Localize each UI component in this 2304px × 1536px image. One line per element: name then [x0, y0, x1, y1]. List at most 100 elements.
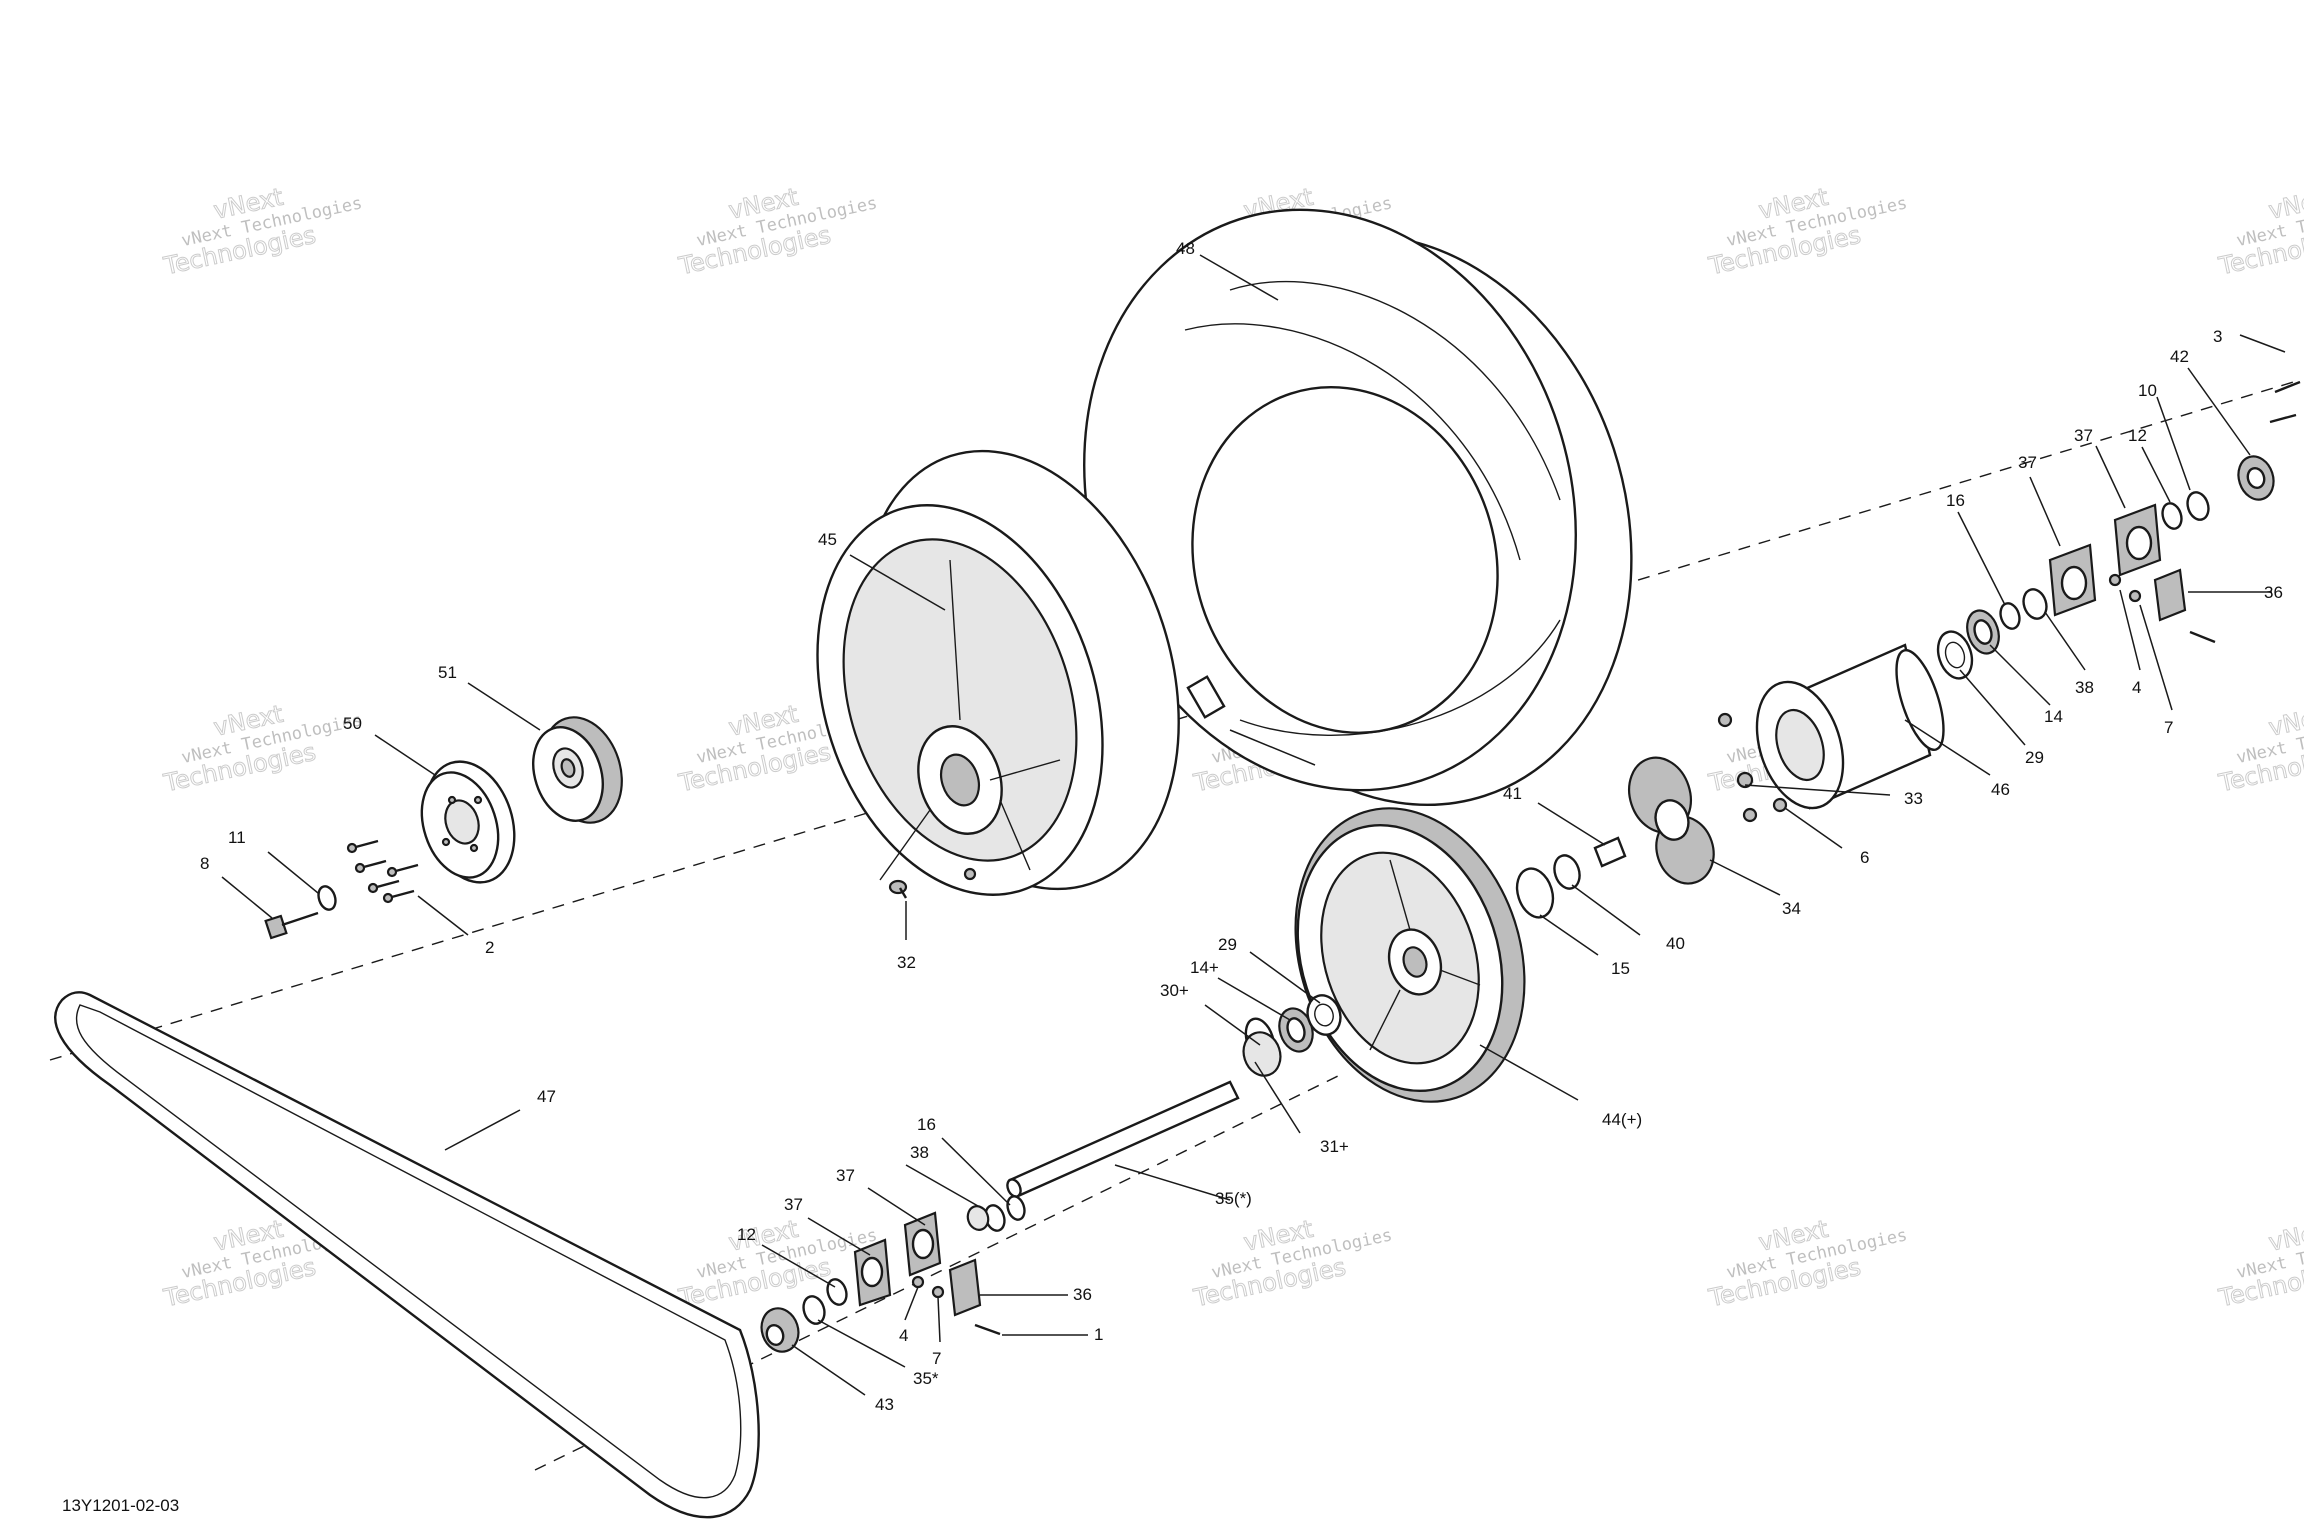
pulley-bolt-hole: [441, 837, 451, 847]
callout-48: 48: [1176, 239, 1195, 258]
watermark-bot-2: vNext vNext Technologies Technologies: [675, 1214, 879, 1313]
watermark-top-5: vNext vNext Technologies Technologies: [2215, 182, 2304, 281]
callout-51: 51: [438, 663, 457, 682]
callout-33: 33: [1904, 789, 1923, 808]
callout-8: 8: [200, 854, 209, 873]
ring-gear-spoke: [1389, 859, 1411, 931]
screw-head: [888, 879, 908, 895]
drum-end: [1895, 649, 1945, 751]
bolt-head: [367, 882, 379, 894]
tensioner-36-right: [2153, 568, 2187, 622]
rim: [816, 449, 1180, 896]
callout-37-left-2: 37: [836, 1166, 855, 1185]
callout-4-left: 4: [899, 1326, 908, 1345]
rim-valve-hole: [963, 867, 977, 881]
bolt-1-left: [974, 1323, 1001, 1336]
ring-gear: [1294, 807, 1526, 1103]
nut-4-right: [2108, 573, 2122, 587]
leader-35: [1114, 1164, 1231, 1201]
washer-11: [317, 885, 337, 911]
axle-shaft: [1008, 1080, 1240, 1198]
rim-inner-face: [842, 538, 1078, 862]
watermark-top-1: vNext vNext Technologies Technologies: [160, 182, 364, 281]
pin-right: [2274, 380, 2301, 394]
callout-7-right: 7: [2164, 718, 2173, 737]
callout-37-left-1: 37: [784, 1195, 803, 1214]
callout-42: 42: [2170, 347, 2189, 366]
ring-gear-bore: [1402, 946, 1428, 978]
hub-assembly: [1628, 712, 1788, 885]
leader-37-right-1: [2029, 476, 2061, 547]
ring-gear-spoke: [1369, 989, 1401, 1051]
leader-4-left: [904, 1286, 919, 1321]
leader-lines: [221, 254, 2286, 1396]
leader-41: [1537, 802, 1606, 846]
belt-inner: [75, 1004, 742, 1499]
callout-37-right-2: 37: [2074, 426, 2093, 445]
callout-38-right: 38: [2075, 678, 2094, 697]
housing-bore: [860, 1256, 884, 1288]
rim-valve-sticker: [1186, 675, 1226, 719]
callout-32: 32: [897, 953, 916, 972]
leader-sticker: [1229, 729, 1316, 766]
bolt-head: [264, 914, 288, 940]
belt-outer: [54, 991, 760, 1519]
hub-nut: [1736, 771, 1754, 789]
leader-40: [1571, 884, 1641, 936]
leader-30: [1204, 1004, 1261, 1046]
watermark-top-2: vNext vNext Technologies Technologies: [675, 182, 879, 281]
leader-29-right: [1959, 669, 2026, 746]
bearing-housing-37-left-2: [853, 1238, 892, 1307]
bearing-29-race: [1314, 1003, 1334, 1027]
drive-belt: [54, 991, 760, 1519]
leader-14-right: [1989, 644, 2051, 706]
tire: [1083, 208, 1633, 807]
callout-16-left: 16: [917, 1115, 936, 1134]
bolt-3-right: [2269, 413, 2297, 424]
bearing-38-right: [2022, 588, 2048, 620]
leader-12-left: [761, 1244, 836, 1288]
o-ring-16-left: [1006, 1195, 1026, 1221]
leader-37-left-2: [867, 1187, 926, 1226]
housing-bore: [911, 1228, 935, 1260]
callout-47: 47: [537, 1087, 556, 1106]
callout-12-left: 12: [737, 1225, 756, 1244]
hub-nut: [1717, 712, 1733, 728]
callout-29-right: 29: [2025, 748, 2044, 767]
callout-14-left: 14+: [1190, 958, 1219, 977]
bolt-shank: [281, 911, 319, 927]
rim-spoke: [879, 809, 931, 881]
callout-3: 3: [2213, 327, 2222, 346]
leader-10: [2156, 396, 2191, 491]
leader-42: [2187, 367, 2251, 456]
callout-labels: 48 45 51 50 11 8 2 32 3 42 10 37 12 37 1…: [200, 239, 2283, 1414]
watermark-bot-5: vNext vNext Technologies Technologies: [2215, 1214, 2304, 1313]
callout-34: 34: [1782, 899, 1801, 918]
pulley-bolt-hole: [469, 843, 479, 853]
callout-36-right: 36: [2264, 583, 2283, 602]
spacer-30: [1242, 1031, 1282, 1077]
leader-37-left-1: [807, 1217, 871, 1256]
ring-gear-spoke: [1439, 969, 1481, 986]
leader-35s: [817, 1319, 906, 1368]
watermark-mid-1: vNext vNext Technologies Technologies: [160, 699, 364, 798]
bolt-8: [264, 911, 319, 940]
drawing-number: 13Y1201-02-03: [62, 1496, 179, 1515]
callout-2: 2: [485, 938, 494, 957]
callout-1: 1: [1094, 1325, 1103, 1344]
tire-tread-line: [1239, 619, 1561, 737]
leader-8: [221, 876, 273, 919]
rim-spoke: [999, 799, 1031, 871]
callout-50: 50: [343, 714, 362, 733]
leader-33: [1744, 784, 1891, 796]
bearing-housing-37-right-2: [2113, 503, 2162, 577]
o-ring-16-right: [1999, 602, 2021, 630]
seal-14-right-bore: [1973, 619, 1993, 645]
housing-bore: [2125, 525, 2153, 561]
screw-shank: [898, 887, 908, 899]
bolt-head: [382, 892, 394, 904]
callout-37-right-1: 37: [2018, 453, 2037, 472]
hub-core: [1654, 799, 1690, 841]
drum-46: [1755, 643, 1945, 810]
callout-35s: 35*: [913, 1369, 939, 1388]
